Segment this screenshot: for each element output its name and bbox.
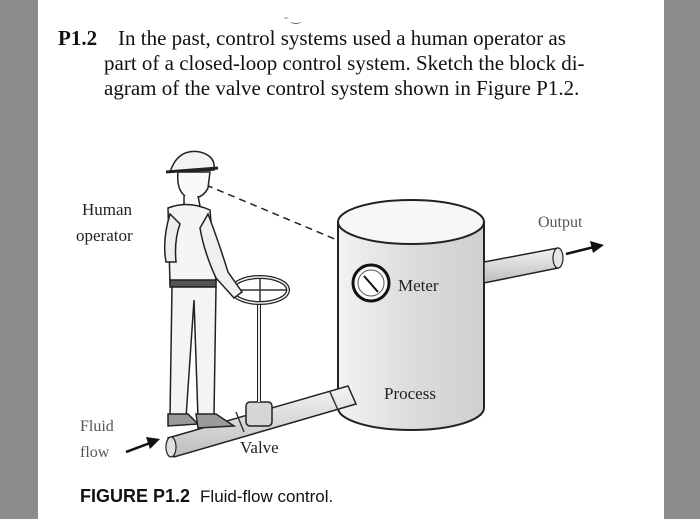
mark-glyph: - ‿ — [284, 10, 301, 24]
problem-statement: P1.2 In the past, control systems used a … — [58, 26, 658, 101]
problem-line-2: part of a closed-loop control system. Sk… — [104, 51, 585, 75]
label-operator: operator — [76, 226, 133, 245]
label-meter: Meter — [398, 276, 439, 295]
caption-number: FIGURE P1.2 — [80, 486, 191, 506]
fluid-flow-arrow — [125, 437, 160, 454]
output-pipe — [483, 247, 564, 284]
output-arrow — [565, 241, 604, 256]
caption-text: Fluid-flow control. — [200, 487, 334, 506]
problem-line-1: P1.2 In the past, control systems used a … — [58, 26, 658, 51]
problem-number: P1.2 — [58, 26, 98, 50]
label-flow: flow — [80, 444, 110, 461]
problem-text-1: In the past, control systems used a huma… — [118, 26, 566, 50]
label-fluid: Fluid — [80, 418, 114, 435]
label-output: Output — [538, 214, 583, 231]
label-valve: Valve — [240, 438, 279, 457]
valve — [245, 302, 273, 427]
human-operator — [163, 150, 244, 429]
label-human: Human — [82, 200, 133, 219]
problem-line-3: agram of the valve control system shown … — [104, 76, 580, 100]
meter-gauge — [351, 263, 391, 303]
figure-illustration — [125, 150, 604, 458]
label-process: Process — [384, 384, 436, 403]
figure-caption: FIGURE P1.2 Fluid-flow control. — [80, 486, 333, 507]
page: - ‿ P1.2 In the past, control systems use… — [38, 0, 664, 519]
